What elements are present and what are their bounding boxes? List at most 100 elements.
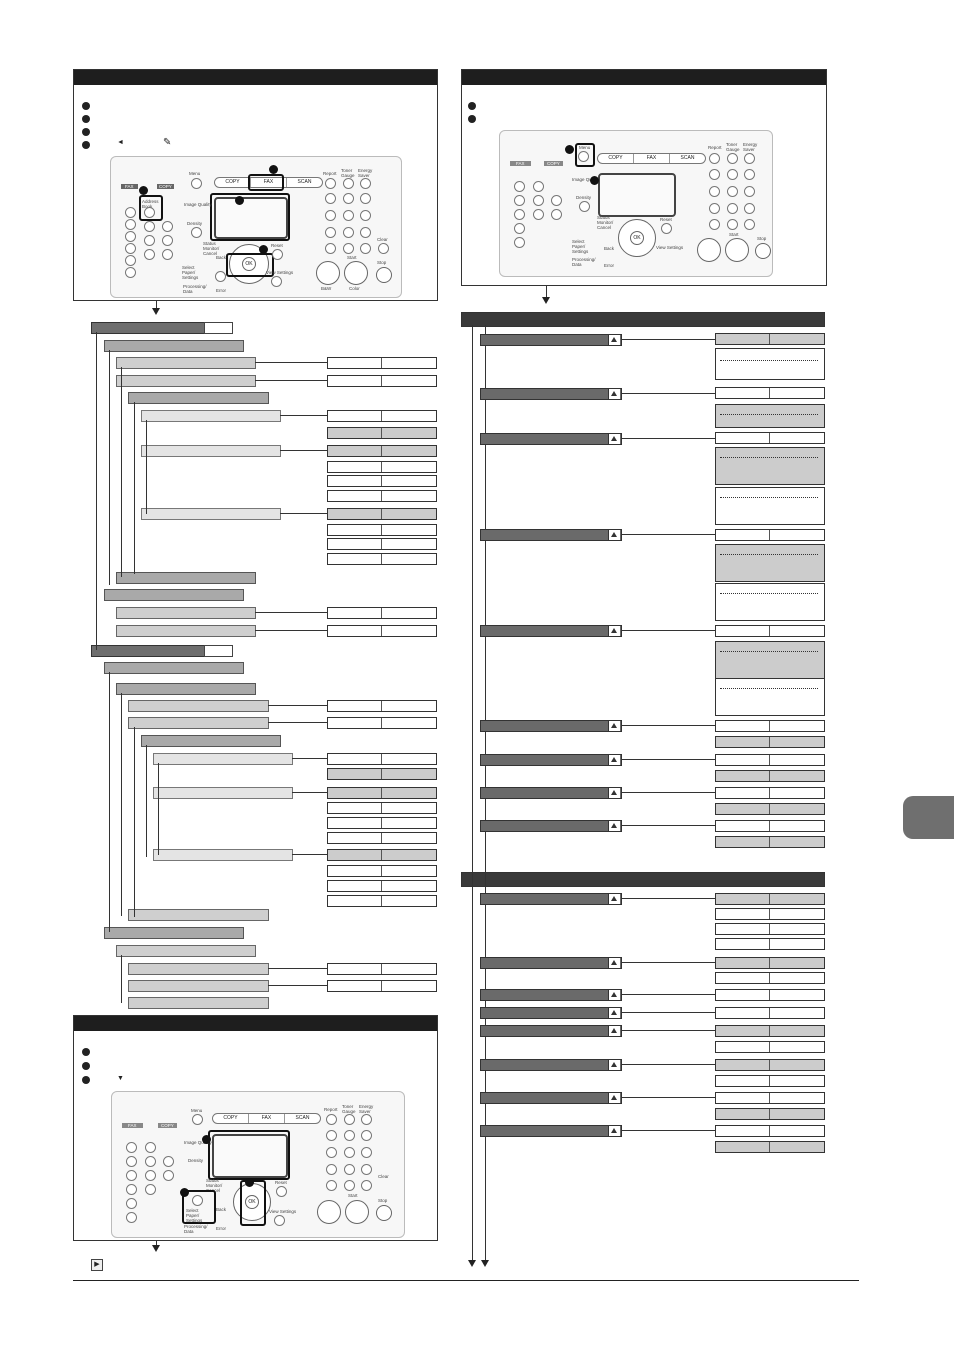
setting-option-box[interactable] bbox=[715, 583, 825, 621]
setting-value-cell[interactable] bbox=[715, 893, 825, 905]
setting-value-cell[interactable] bbox=[715, 957, 825, 969]
stop-button[interactable] bbox=[376, 1205, 392, 1221]
keypad-8[interactable] bbox=[344, 1164, 355, 1175]
setting-value-cell[interactable] bbox=[715, 1141, 825, 1153]
fax-button[interactable]: FAX bbox=[634, 154, 670, 163]
menu-key[interactable] bbox=[191, 178, 202, 189]
setting-value-cell[interactable] bbox=[327, 880, 437, 892]
toner-key[interactable] bbox=[727, 153, 738, 164]
onetouch-6[interactable] bbox=[125, 267, 136, 278]
keypad-5[interactable] bbox=[343, 210, 354, 221]
setting-value-cell[interactable] bbox=[327, 461, 437, 473]
keypad-7[interactable] bbox=[326, 1164, 337, 1175]
onetouch-3[interactable] bbox=[514, 209, 525, 220]
setting-value-cell[interactable] bbox=[715, 1092, 825, 1104]
extra-key-a[interactable] bbox=[162, 249, 173, 260]
setting-value-cell[interactable] bbox=[327, 508, 437, 520]
pause-key[interactable] bbox=[145, 1184, 156, 1195]
setting-value-cell[interactable] bbox=[327, 524, 437, 536]
setting-value-cell[interactable] bbox=[715, 770, 825, 782]
address-key[interactable] bbox=[533, 181, 544, 192]
fax-button[interactable]: FAX bbox=[249, 1114, 285, 1123]
density-key[interactable] bbox=[191, 227, 202, 238]
onetouch-3[interactable] bbox=[126, 1170, 137, 1181]
setting-value-cell[interactable] bbox=[715, 432, 825, 444]
keypad-hash[interactable] bbox=[744, 219, 755, 230]
keypad-2[interactable] bbox=[344, 1130, 355, 1141]
setting-value-cell[interactable] bbox=[327, 410, 437, 422]
keypad-9[interactable] bbox=[361, 1164, 372, 1175]
setting-value-cell[interactable] bbox=[327, 963, 437, 975]
menu-item[interactable] bbox=[480, 720, 622, 732]
keypad-7[interactable] bbox=[709, 203, 720, 214]
setting-value-cell[interactable] bbox=[327, 717, 437, 729]
mode-buttons[interactable]: COPY FAX SCAN bbox=[214, 177, 323, 188]
keypad-1[interactable] bbox=[709, 169, 720, 180]
ok-button[interactable]: OK bbox=[242, 257, 256, 271]
setting-value-cell[interactable] bbox=[715, 1125, 825, 1137]
setting-value-cell[interactable] bbox=[327, 832, 437, 844]
ok-button[interactable]: OK bbox=[630, 231, 644, 245]
menu-item[interactable] bbox=[480, 1025, 622, 1037]
tree-node[interactable] bbox=[141, 508, 281, 520]
keypad-3[interactable] bbox=[360, 193, 371, 204]
menu-item[interactable] bbox=[480, 754, 622, 766]
keypad-9[interactable] bbox=[744, 203, 755, 214]
mode-buttons[interactable]: COPY FAX SCAN bbox=[597, 153, 706, 164]
setting-option-box[interactable] bbox=[715, 487, 825, 525]
setting-value-cell[interactable] bbox=[715, 908, 825, 920]
clear-key[interactable] bbox=[378, 243, 389, 254]
keypad-1[interactable] bbox=[325, 193, 336, 204]
scan-button[interactable]: SCAN bbox=[295, 1115, 310, 1121]
setting-value-cell[interactable] bbox=[327, 768, 437, 780]
menu-key[interactable] bbox=[578, 151, 589, 162]
tree-node[interactable] bbox=[153, 849, 293, 861]
setting-option-box[interactable] bbox=[715, 404, 825, 428]
setting-value-cell[interactable] bbox=[327, 427, 437, 439]
menu-item[interactable] bbox=[480, 893, 622, 905]
keypad-5[interactable] bbox=[344, 1147, 355, 1158]
setting-option-box[interactable] bbox=[715, 641, 825, 679]
scan-button[interactable]: SCAN bbox=[297, 179, 312, 185]
view-settings-key[interactable] bbox=[274, 1215, 285, 1226]
tree-node[interactable] bbox=[128, 963, 269, 975]
menu-item[interactable] bbox=[480, 529, 622, 541]
tone-key[interactable] bbox=[144, 235, 155, 246]
tree-node[interactable] bbox=[128, 700, 269, 712]
setting-value-cell[interactable] bbox=[715, 754, 825, 766]
stop-button[interactable] bbox=[755, 243, 771, 259]
setting-option-box[interactable] bbox=[715, 544, 825, 582]
tree-node[interactable] bbox=[116, 625, 256, 637]
tree-node[interactable] bbox=[116, 572, 256, 584]
onetouch-4[interactable] bbox=[126, 1184, 137, 1195]
keypad-9[interactable] bbox=[360, 227, 371, 238]
keypad-8[interactable] bbox=[727, 203, 738, 214]
setting-value-cell[interactable] bbox=[327, 553, 437, 565]
menu-item[interactable] bbox=[480, 1125, 622, 1137]
fax-button[interactable]: FAX bbox=[251, 178, 287, 187]
reset-key[interactable] bbox=[661, 223, 672, 234]
menu-item[interactable] bbox=[480, 625, 622, 637]
setting-value-cell[interactable] bbox=[327, 817, 437, 829]
energy-key[interactable] bbox=[361, 1114, 372, 1125]
setting-value-cell[interactable] bbox=[715, 938, 825, 950]
menu-item[interactable] bbox=[480, 388, 622, 400]
keypad-2[interactable] bbox=[727, 169, 738, 180]
keypad-6[interactable] bbox=[361, 1147, 372, 1158]
start-bw-button[interactable] bbox=[316, 261, 340, 285]
onetouch-3[interactable] bbox=[125, 231, 136, 242]
tree-node[interactable] bbox=[141, 410, 281, 422]
tree-root-node[interactable] bbox=[91, 322, 206, 334]
keypad-4[interactable] bbox=[326, 1147, 337, 1158]
setting-option-box[interactable] bbox=[715, 348, 825, 380]
start-bw-button[interactable] bbox=[697, 238, 721, 262]
keypad-2[interactable] bbox=[343, 193, 354, 204]
setting-value-cell[interactable] bbox=[327, 445, 437, 457]
toner-key[interactable] bbox=[344, 1114, 355, 1125]
setting-value-cell[interactable] bbox=[715, 836, 825, 848]
setting-value-cell[interactable] bbox=[715, 820, 825, 832]
keypad-1[interactable] bbox=[326, 1130, 337, 1141]
menu-item[interactable] bbox=[480, 820, 622, 832]
start-color-button[interactable] bbox=[345, 1200, 369, 1224]
report-key[interactable] bbox=[326, 1114, 337, 1125]
